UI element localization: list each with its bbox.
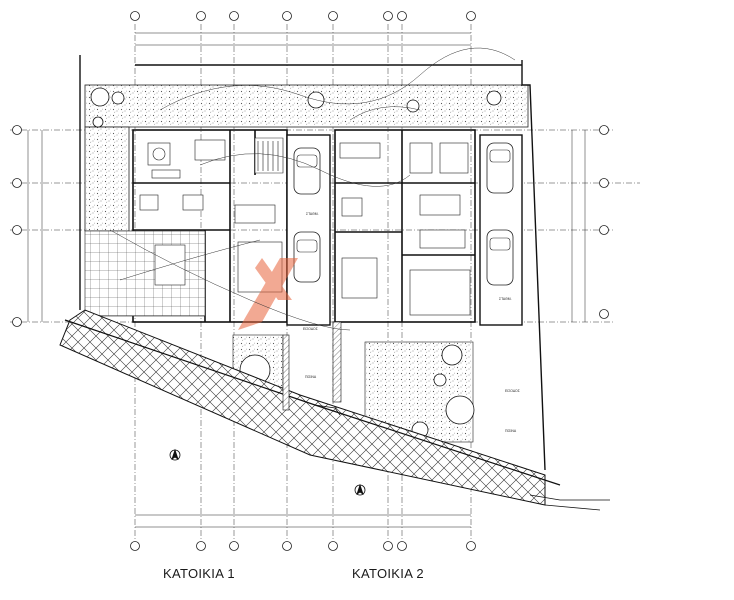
entry-1-label: ΕΙΣΟΔΟΣ [303,327,318,331]
house-2-walls [334,129,476,323]
parking-1-label: ΣΤΑΘΜ. [306,212,319,216]
north-arrow-icon [169,448,366,496]
parking-2-label: ΣΤΑΘΜ. [499,297,512,301]
left-axis-bubbles [12,125,22,327]
site-gravel-border [84,84,529,232]
terrain-lines [109,47,516,331]
house-2-parking [479,134,523,326]
site-boundary [79,55,546,471]
bottom-axis-bubbles [130,541,476,551]
trees [90,87,502,439]
dimension-lines [27,32,586,528]
house-1-caption: KATOIKIA 1 [163,566,235,581]
pool-1-label: ΠΙΣΙΝΑ [305,375,317,379]
lower-boundary-line [529,494,610,511]
house-1-parking [286,134,331,326]
entry-2-label: ΕΙΣΟΔΟΣ [505,389,520,393]
watermark-logo [238,258,298,330]
right-axis-bubbles [599,125,609,319]
boundary-walls [282,321,342,411]
house-2-caption: KATOIKIA 2 [352,566,424,581]
house-2-furniture [339,142,471,316]
pool-2-label: ΠΙΣΙΝΑ [505,429,517,433]
house-1-tiled-terrace [84,230,206,317]
sloped-retaining-strip [59,309,561,506]
top-axis-bubbles [130,11,476,21]
